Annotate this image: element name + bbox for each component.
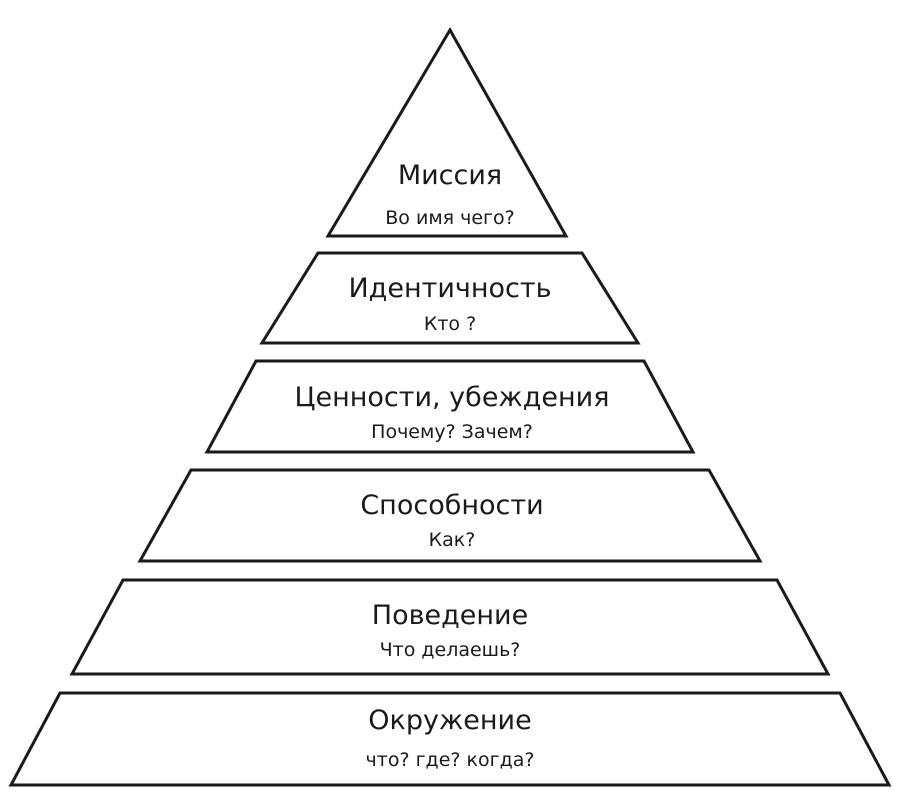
level-values: Ценности, убеждения Почему? Зачем? bbox=[204, 359, 696, 454]
level-identity-question: Кто ? bbox=[424, 313, 476, 335]
level-mission-title: Миссия bbox=[398, 160, 502, 191]
level-values-shape bbox=[204, 359, 696, 454]
level-mission-shape bbox=[325, 27, 569, 238]
level-behaviour-title: Поведение bbox=[372, 600, 528, 631]
level-identity-shape bbox=[259, 251, 641, 345]
level-abilities: Способности Как? bbox=[137, 468, 763, 563]
level-mission-question: Во имя чего? bbox=[385, 207, 514, 229]
level-abilities-shape bbox=[137, 468, 763, 563]
level-abilities-question: Как? bbox=[429, 529, 476, 551]
level-identity: Идентичность Кто ? bbox=[259, 251, 641, 345]
level-environment-question: что? где? когда? bbox=[366, 749, 535, 771]
level-environment-shape bbox=[8, 691, 892, 787]
level-values-title: Ценности, убеждения bbox=[295, 382, 610, 413]
level-behaviour-shape bbox=[69, 578, 831, 676]
level-identity-title: Идентичность bbox=[348, 273, 551, 304]
level-environment-title: Окружение bbox=[368, 705, 531, 736]
level-abilities-title: Способности bbox=[360, 490, 543, 521]
level-values-question: Почему? Зачем? bbox=[371, 421, 533, 443]
level-behaviour: Поведение Что делаешь? bbox=[69, 578, 831, 676]
level-environment: Окружение что? где? когда? bbox=[8, 691, 892, 787]
level-mission: Миссия Во имя чего? bbox=[325, 27, 569, 238]
level-behaviour-question: Что делаешь? bbox=[380, 639, 521, 661]
